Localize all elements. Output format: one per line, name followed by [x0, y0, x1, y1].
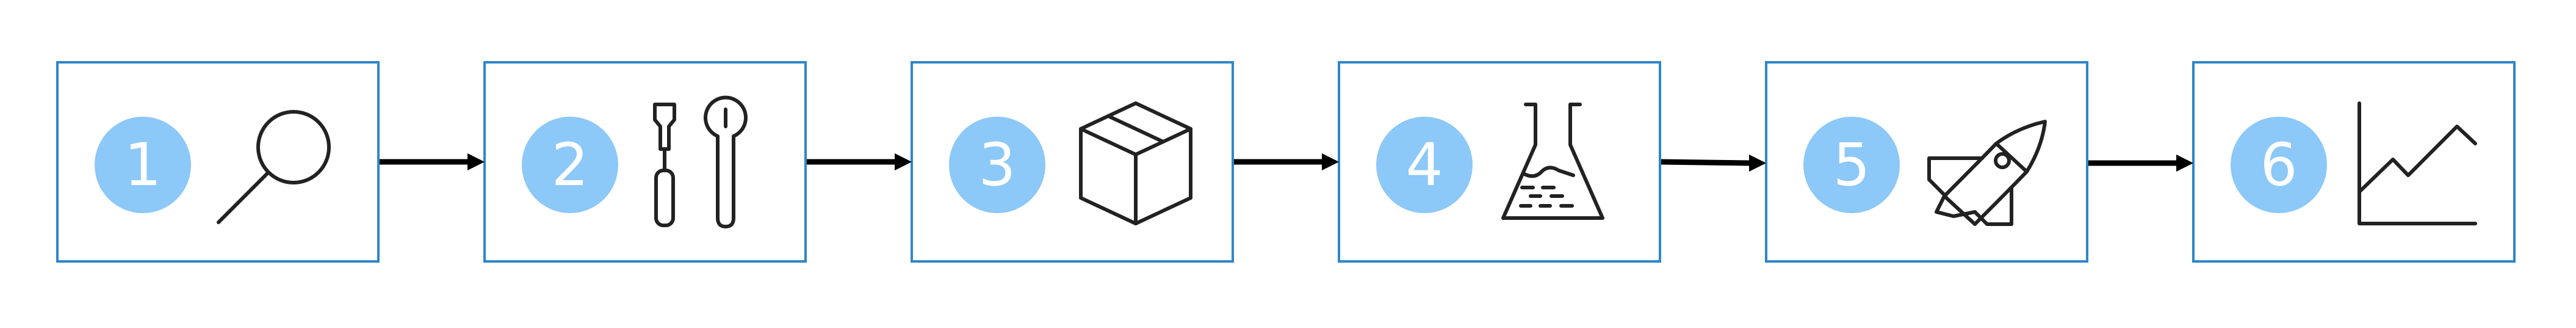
step-3-box: 3 [911, 61, 1234, 263]
step-number-badge: 4 [1376, 117, 1473, 213]
arrow-4-to-5 [1661, 155, 1766, 172]
arrow-3-to-4 [1234, 153, 1339, 170]
step-number-badge: 1 [95, 117, 191, 213]
step-1-box: 1 [56, 61, 380, 263]
line-chart-icon [2358, 101, 2477, 225]
step-number-badge: 3 [949, 117, 1045, 213]
arrow-1-to-2 [380, 153, 485, 170]
tools-icon [653, 95, 748, 228]
rocket-icon [1927, 120, 2047, 226]
arrow-2-to-3 [807, 153, 912, 170]
box-icon [1079, 101, 1192, 225]
step-number-badge: 6 [2231, 117, 2327, 213]
arrow-5-to-6 [2088, 155, 2193, 172]
step-2-box: 2 [483, 61, 807, 263]
magnifier-icon [217, 110, 331, 224]
step-number-badge: 2 [522, 117, 618, 213]
step-6-box: 6 [2192, 61, 2516, 263]
step-5-box: 5 [1765, 61, 2088, 263]
step-number-badge: 5 [1803, 117, 1900, 213]
flask-icon [1501, 103, 1604, 220]
